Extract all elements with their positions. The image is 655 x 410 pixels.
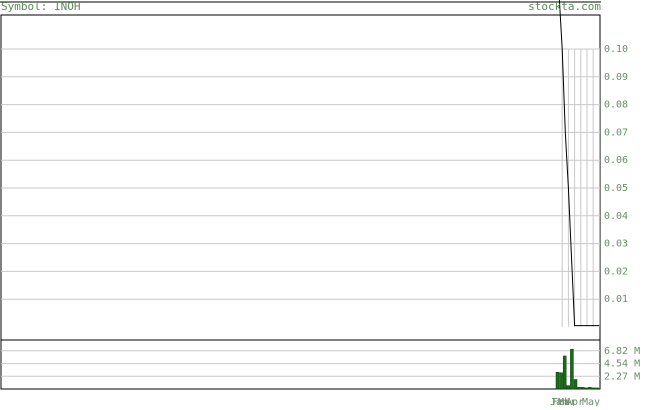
price-panel-frame bbox=[0, 14, 601, 341]
price-tick-label: 0.08 bbox=[604, 100, 628, 111]
volume-bar bbox=[555, 371, 560, 390]
volume-bar bbox=[559, 372, 563, 390]
price-tick-label: 0.10 bbox=[604, 44, 628, 55]
volume-bar bbox=[584, 387, 589, 390]
price-tick-label: 0.01 bbox=[604, 294, 628, 305]
x-tick-label: Mar bbox=[558, 397, 576, 406]
volume-bar bbox=[562, 355, 567, 390]
volume-bar bbox=[566, 385, 571, 390]
x-tick-label: Apr bbox=[566, 397, 584, 406]
price-tick-label: 0.07 bbox=[604, 127, 628, 138]
x-tick-label: Feb bbox=[552, 397, 570, 406]
volume-bar bbox=[588, 387, 592, 390]
volume-tick-label: 4.54 M bbox=[604, 359, 640, 370]
volume-grid bbox=[1, 350, 600, 377]
volume-panel-frame bbox=[0, 339, 601, 390]
price-line bbox=[558, 0, 600, 327]
price-tick-label: 0.06 bbox=[604, 155, 628, 166]
price-panel: 0.01 0.02 0.03 0.04 0.05 0.06 0.07 0.08 0.09 0.10 bbox=[0, 0, 628, 341]
volume-bar bbox=[573, 379, 578, 390]
price-tick-label: 0.02 bbox=[604, 266, 628, 277]
volume-bar bbox=[570, 348, 574, 390]
volume-bar bbox=[580, 387, 585, 390]
price-axis: 0.01 0.02 0.03 0.04 0.05 0.06 0.07 0.08 0.09 0.10 bbox=[604, 44, 628, 305]
price-tick-label: 0.05 bbox=[604, 183, 628, 194]
x-tick-label: May bbox=[582, 397, 600, 406]
volume-bar bbox=[577, 387, 581, 390]
symbol-label: Symbol: INOH bbox=[1, 0, 81, 13]
x-tick-label: Jan bbox=[550, 397, 568, 406]
price-tick-label: 0.09 bbox=[604, 72, 628, 83]
volume-panel: 2.27 M4.54 M 6.82 M bbox=[0, 339, 640, 390]
volume-bar bbox=[591, 387, 596, 390]
volume-tick-label: 6.82 M bbox=[604, 346, 640, 357]
price-tick-label: 0.04 bbox=[604, 211, 628, 222]
site-label: stockta.com bbox=[528, 0, 601, 13]
volume-tick-label: 2.27 M bbox=[604, 371, 640, 382]
price-tick-label: 0.03 bbox=[604, 239, 628, 250]
price-grid bbox=[1, 48, 600, 300]
volume-bars bbox=[555, 348, 599, 390]
volume-axis: 2.27 M4.54 M 6.82 M bbox=[604, 346, 640, 382]
volume-bar bbox=[595, 387, 599, 390]
